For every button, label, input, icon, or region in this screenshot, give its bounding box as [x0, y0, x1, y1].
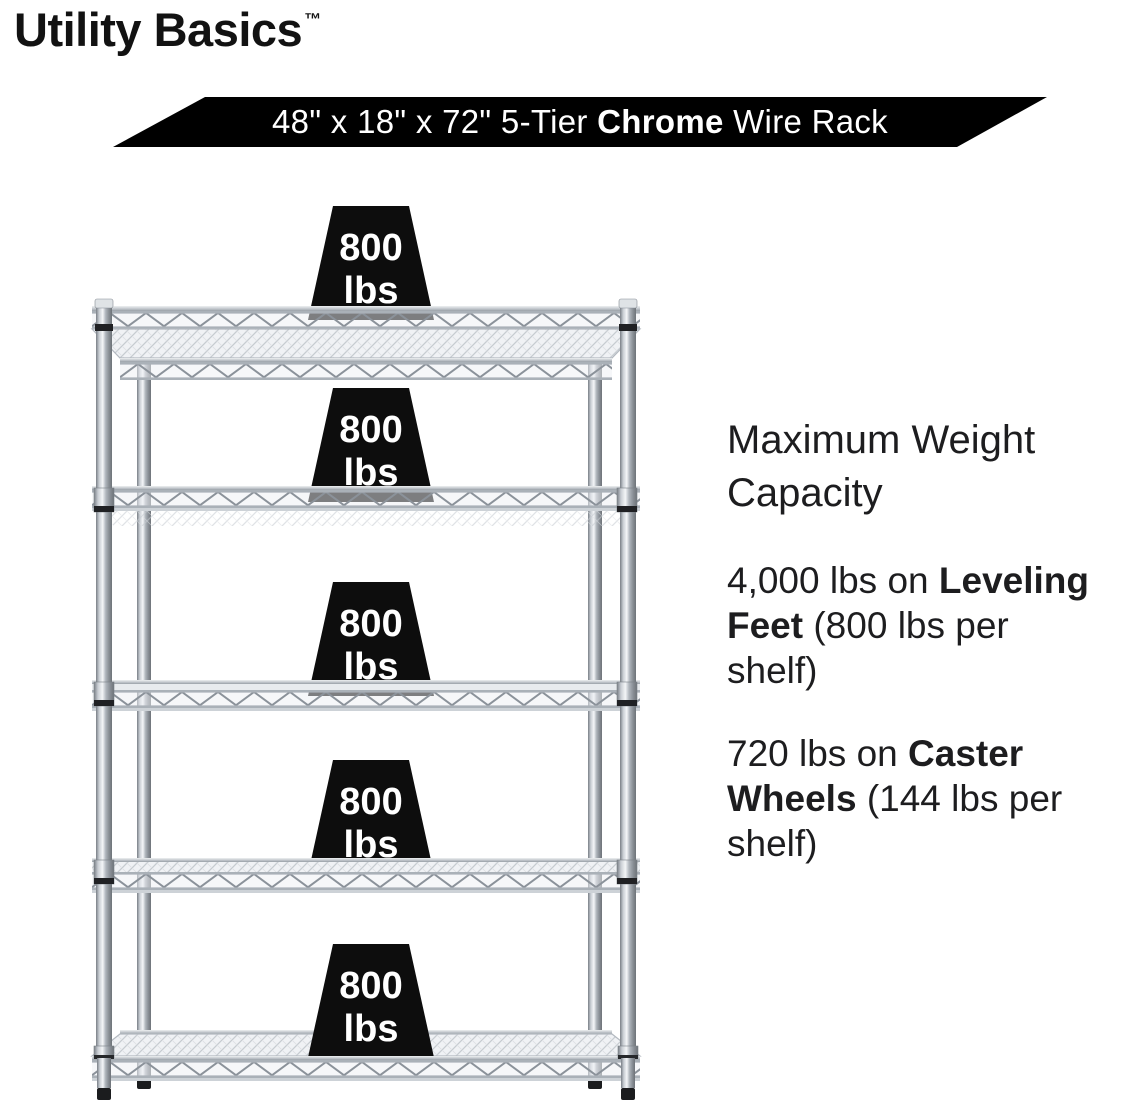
item-suffix-line2: shelf) — [727, 650, 818, 691]
weight-value: 800 — [339, 965, 402, 1007]
weight-value: 800 — [339, 603, 402, 645]
weight-badge-1: 800 lbs — [308, 206, 434, 320]
capacity-info: Maximum Weight Capacity 4,000 lbs on Lev… — [727, 414, 1119, 904]
shelf-collar — [93, 487, 115, 513]
item-prefix: 4,000 lbs on — [727, 560, 939, 601]
item-bold: Caster Wheels — [727, 733, 1024, 819]
item-prefix: 720 lbs on — [727, 733, 909, 774]
weight-unit: lbs — [344, 270, 399, 312]
weight-value: 800 — [339, 227, 402, 269]
shelf-4 — [92, 858, 640, 893]
shelf-collar — [616, 859, 638, 885]
weight-value: 800 — [339, 409, 402, 451]
shelf-collar — [93, 681, 115, 707]
capacity-item-caster-wheels: 720 lbs on Caster Wheels (144 lbs per she… — [727, 731, 1119, 866]
item-suffix: (144 lbs per — [856, 778, 1063, 819]
shelf-collar — [616, 487, 638, 513]
item-suffix-line2: shelf) — [727, 823, 818, 864]
leveling-foot — [93, 1045, 115, 1101]
weight-badge-3: 800 lbs — [308, 582, 434, 696]
rack-back-posts — [93, 298, 638, 1046]
shelf-5-front — [92, 1056, 640, 1081]
brand-name: Utility Basics — [14, 3, 303, 56]
weight-shape — [307, 944, 435, 1062]
shelf-3 — [92, 680, 640, 711]
banner-text-suffix: Wire Rack — [723, 103, 888, 140]
shelf-1 — [90, 306, 642, 380]
shelf-collar — [93, 859, 115, 885]
weight-badge-2: 800 lbs — [308, 388, 434, 502]
weight-unit: lbs — [344, 1008, 399, 1050]
capacity-heading: Maximum Weight Capacity — [727, 418, 1036, 515]
product-banner: 48" x 18" x 72" 5-Tier Chrome Wire Rack — [113, 97, 1047, 147]
weight-value: 800 — [339, 781, 402, 823]
trademark-symbol: ™ — [304, 10, 321, 30]
item-bold: Leveling Feet — [727, 560, 1089, 646]
shelf-2 — [92, 486, 640, 526]
weight-badge-5: 800 lbs — [307, 944, 435, 1062]
leveling-foot — [617, 1045, 639, 1101]
weight-badge-4: 800 lbs — [308, 760, 434, 874]
shelf-collar — [616, 681, 638, 707]
banner-text-prefix: 48" x 18" x 72" 5-Tier — [272, 103, 598, 140]
banner-text-highlight: Chrome — [597, 103, 724, 140]
item-suffix: (800 lbs per — [803, 605, 1009, 646]
